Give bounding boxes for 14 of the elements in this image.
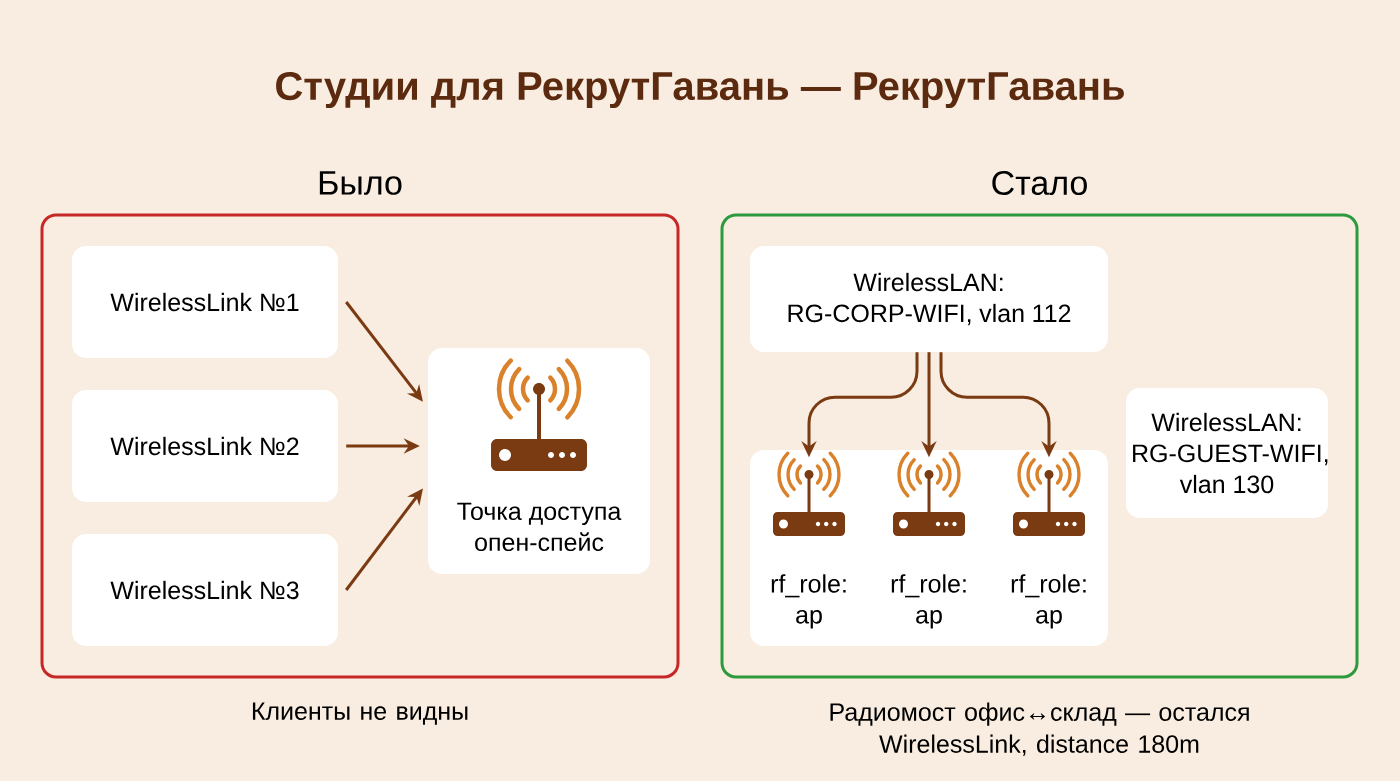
label-box: WirelessLink №1	[72, 246, 338, 358]
node-label: Радиомост офис↔склад — остался WirelessLink, distance 180m	[830, 702, 1249, 756]
access-point-box: Точка доступа опен-спейс	[428, 348, 650, 574]
label-box: WirelessLink №2	[72, 390, 338, 502]
access-point-item: rf_role: ap	[891, 574, 966, 629]
access-point-item: rf_role: ap	[1011, 574, 1086, 629]
label-box: WirelessLAN: RG-CORP-WIFI, vlan 112	[750, 246, 1108, 352]
label-box: WirelessLink №3	[72, 534, 338, 646]
title: Студии для РекрутГавань — РекрутГавань	[276, 71, 1124, 109]
access-point-item: rf_role: ap	[771, 574, 846, 629]
panel-heading: Было	[319, 171, 402, 195]
label-box: WirelessLAN: RG-GUEST-WIFI, vlan 130	[1126, 388, 1328, 518]
panel-heading: Стало	[992, 170, 1087, 196]
node-label: Клиенты не видны	[252, 702, 468, 725]
